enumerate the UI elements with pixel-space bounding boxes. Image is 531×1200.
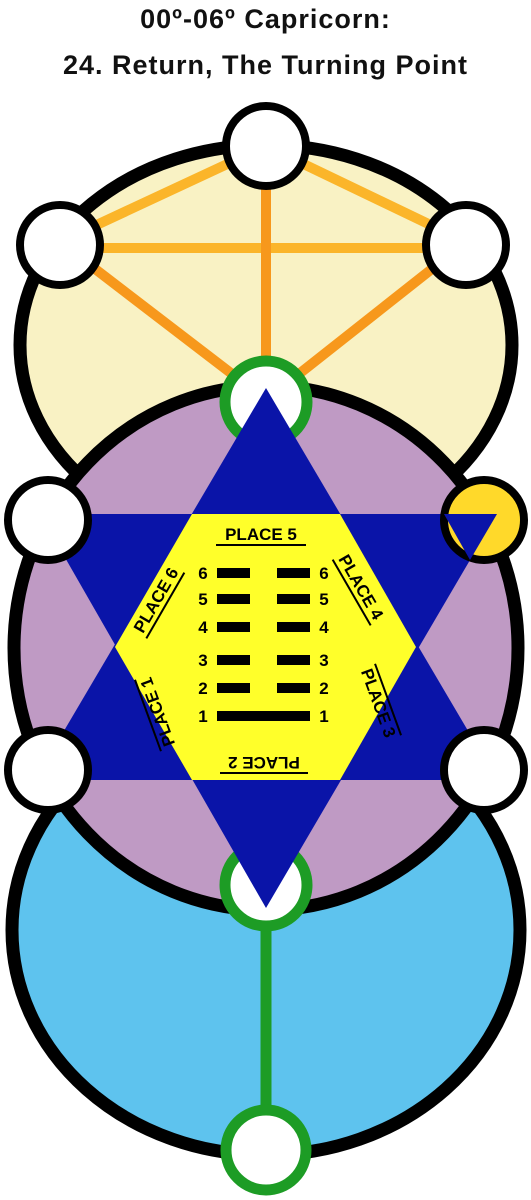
hexagram-line-broken	[217, 594, 250, 604]
place-4-underline	[331, 559, 372, 626]
hexagram-line-broken	[217, 655, 250, 665]
title-line-2: 24. Return, The Turning Point	[63, 50, 468, 80]
line-number-left: 3	[198, 651, 207, 670]
hexagram-line-broken	[217, 622, 250, 632]
line-number-right: 6	[319, 564, 328, 583]
line-number-left: 4	[198, 618, 208, 637]
line-number-right: 5	[319, 590, 328, 609]
node-upper-right	[422, 201, 510, 289]
hexagram-line-broken	[277, 655, 310, 665]
place-1-underline	[134, 679, 162, 752]
place-3-underline	[374, 663, 402, 736]
line-number-left: 5	[198, 590, 207, 609]
line-number-left: 6	[198, 564, 207, 583]
hexagram-line-broken	[217, 683, 250, 693]
place-6-underline	[145, 572, 186, 639]
node-upper-left	[16, 201, 104, 289]
gold-node-star-cover	[444, 514, 497, 560]
node-top	[222, 102, 310, 190]
hexagram-line-broken	[217, 568, 250, 578]
place-2-label: PLACE 2	[228, 753, 300, 772]
hexagram: 6 6 5 5 4 4 3 3 2 2 1 1	[198, 564, 329, 726]
hexagram-line-broken	[277, 683, 310, 693]
node-lower-right	[440, 726, 528, 814]
title-line-1: 00º-06º Capricorn:	[140, 4, 391, 34]
place-5-label: PLACE 5	[225, 525, 297, 544]
hexagram-line-broken	[277, 622, 310, 632]
line-number-left: 1	[198, 707, 207, 726]
hexagram-line-solid	[217, 711, 310, 721]
node-bottom	[220, 1104, 312, 1196]
line-number-right: 2	[319, 679, 328, 698]
node-lower-left	[4, 726, 92, 814]
line-number-right: 3	[319, 651, 328, 670]
node-middle-left	[4, 476, 92, 564]
line-number-left: 2	[198, 679, 207, 698]
line-number-right: 4	[319, 618, 329, 637]
hexagram-line-broken	[277, 594, 310, 604]
center-hexagon	[115, 514, 416, 780]
hexagram-line-broken	[277, 568, 310, 578]
line-number-right: 1	[319, 707, 328, 726]
